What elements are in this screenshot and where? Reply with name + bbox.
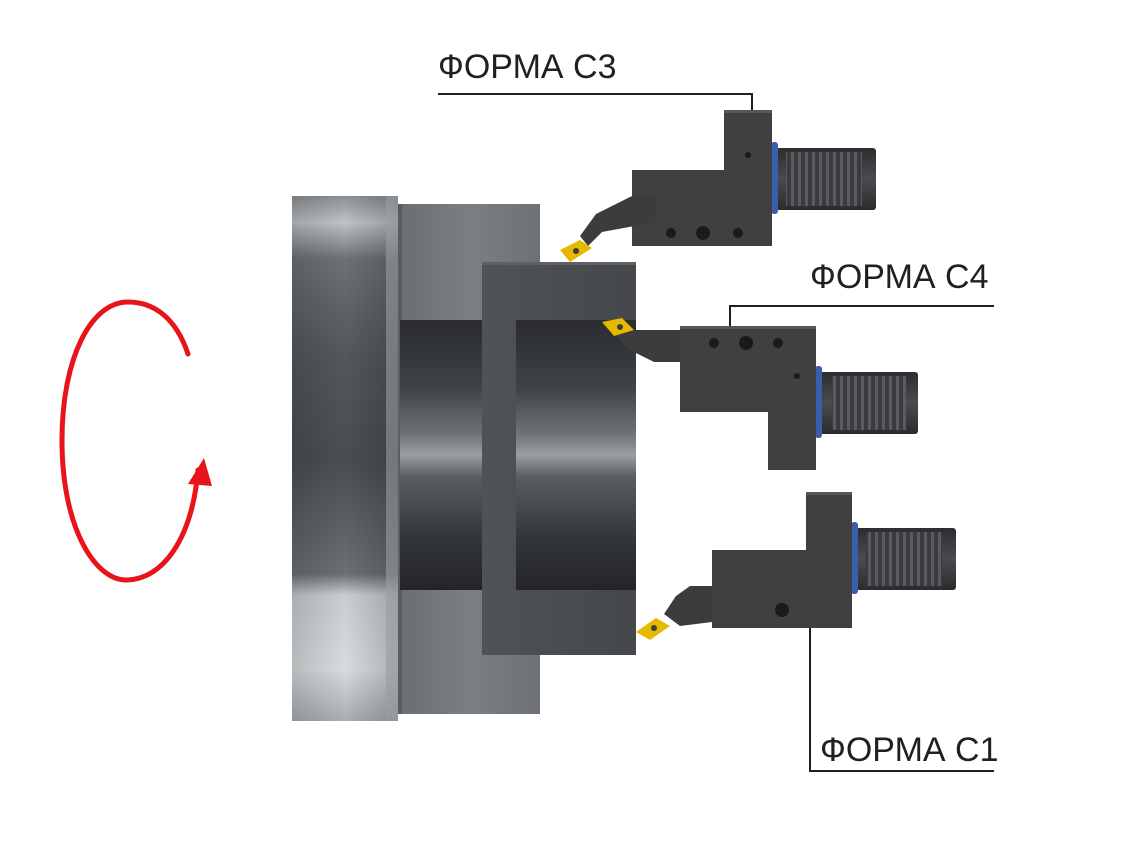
leader-line-c3 xyxy=(438,93,753,110)
label-form-c4: ФОРМА C4 xyxy=(810,258,989,296)
label-form-c1: ФОРМА C1 xyxy=(820,731,999,769)
leader-line-c4 xyxy=(729,305,994,326)
seal-ring-c4 xyxy=(815,366,822,438)
tool-holder-c4 xyxy=(602,318,918,470)
tool-holder-c1 xyxy=(636,492,956,640)
label-form-c3: ФОРМА C3 xyxy=(438,48,617,86)
leader-line-c1 xyxy=(809,628,994,772)
leader-lines xyxy=(438,93,994,772)
turret-disc xyxy=(292,196,398,721)
tool-holder-plate xyxy=(482,262,636,655)
seal-ring-c3 xyxy=(771,142,778,214)
spindle-cylinder xyxy=(400,320,482,590)
seal-ring-c1 xyxy=(851,522,858,594)
rotation-arrow-icon xyxy=(59,299,212,583)
tool-holder-c3 xyxy=(560,110,876,262)
